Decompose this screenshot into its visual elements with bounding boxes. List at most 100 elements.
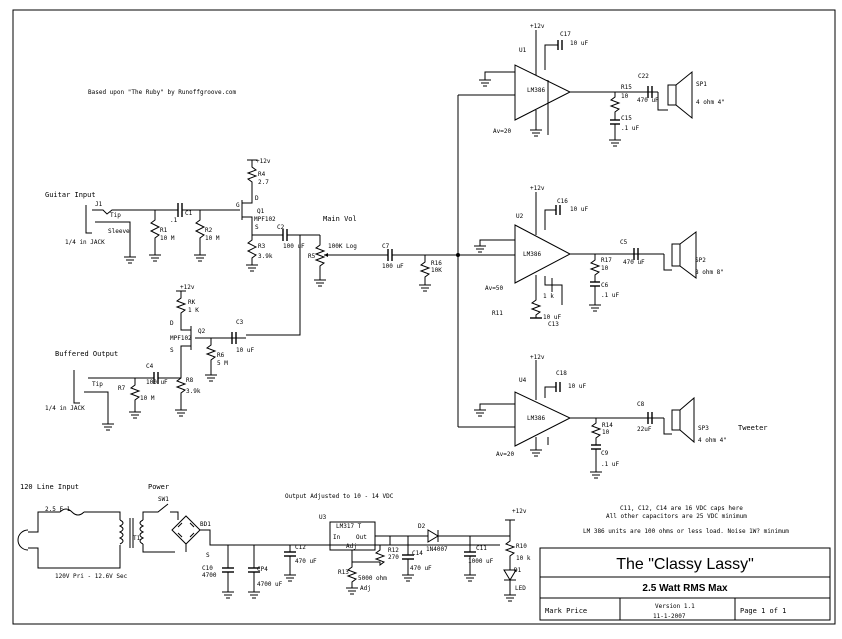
r5-potentiometer: [314, 235, 326, 280]
r15-value: 10: [621, 93, 629, 100]
r14-value: 10: [602, 429, 610, 436]
rk-value: 1 K: [188, 307, 199, 314]
sp2-value: 8 ohm 8": [695, 269, 724, 276]
ground-symbol: [589, 304, 601, 312]
c18-label: C18: [556, 370, 567, 377]
line-plug: [17, 511, 121, 569]
r10-label: R10: [516, 543, 527, 550]
c5-value: 470 uF: [623, 259, 645, 266]
c1-label: C1: [185, 210, 193, 217]
sheet-border: [12, 9, 836, 625]
c14-value: 470 uF: [410, 565, 432, 572]
u1-gain: Av=20: [493, 128, 511, 135]
r16-resistor: [419, 255, 431, 285]
r1-value: 10 M: [160, 235, 175, 242]
d2-diode: [427, 529, 439, 543]
ground-symbol: [609, 139, 621, 147]
u4-label: U4: [519, 377, 527, 384]
q1-gate-label: G: [236, 202, 240, 209]
q1-label: Q1: [257, 208, 265, 215]
c12-value: 470 uF: [295, 558, 317, 565]
c15-label: C15: [621, 115, 632, 122]
r15-label: R15: [621, 84, 632, 91]
r14-resistor: [590, 418, 602, 445]
c7-label: C7: [382, 243, 390, 250]
ground-symbol: [124, 256, 136, 264]
v12-label: +12v: [256, 158, 271, 165]
c12-label: C12: [295, 544, 306, 551]
u1-supply-label: +12v: [530, 23, 545, 30]
ground-symbol: [314, 279, 326, 287]
u4-part: LM386: [527, 415, 545, 422]
tweeter-label: Tweeter: [738, 424, 768, 432]
q2-jfet: [180, 325, 246, 370]
transformer-label: 120V Pri - 12.6V Sec: [55, 573, 128, 580]
c15-value: .1 uF: [621, 125, 639, 132]
u3-in-label: In: [333, 534, 341, 541]
sp1-label: SP1: [696, 81, 707, 88]
r1-label: R1: [160, 227, 168, 234]
u2-gain: Av=50: [485, 285, 503, 292]
c5-label: C5: [620, 239, 628, 246]
input-jack: [85, 205, 155, 257]
c22-value: 470 uF: [637, 97, 659, 104]
title-block: [539, 547, 831, 621]
sleeve-label: Sleeve: [108, 228, 130, 235]
u2-supply-label: +12v: [530, 185, 545, 192]
q2-drain-label: D: [170, 320, 174, 327]
line-input-label: 120 Line Input: [20, 483, 79, 491]
u2-part: LM386: [523, 251, 541, 258]
r10-value: 10 k: [516, 555, 531, 562]
r13-adj-label: Adj: [360, 585, 371, 592]
ground-symbol: [419, 284, 431, 292]
u4-supply-label: +12v: [530, 354, 545, 361]
r16-value: 10K: [431, 267, 442, 274]
based-on-note: Based upon "The Ruby" by Runoffgroove.co…: [88, 89, 236, 96]
r14-label: R14: [602, 422, 613, 429]
u2-label: U2: [516, 213, 524, 220]
r6-label: R6: [217, 352, 225, 359]
jack1-label: 1/4 in JACK: [65, 239, 105, 246]
sp3-value: 4 ohm 4": [698, 437, 727, 444]
sw1-switch[interactable]: [150, 503, 169, 513]
cap-note-1: C11, C12, C14 are 16 VDC caps here: [620, 505, 743, 512]
ground-symbol: [248, 591, 260, 599]
ground-symbol: [402, 574, 414, 582]
r15-resistor: [609, 92, 621, 120]
r1-resistor: [149, 210, 161, 255]
c22-label: C22: [638, 73, 649, 80]
c13-value: 10 uF: [543, 314, 561, 321]
guitar-input-label: Guitar Input: [45, 191, 96, 199]
c10-label: C10: [202, 565, 213, 572]
bd1-label: BD1: [200, 521, 211, 528]
r2-resistor: [194, 210, 206, 255]
r11-value: 1 k: [543, 293, 554, 300]
r3-label: R3: [258, 243, 266, 250]
c4-value: 100 uF: [146, 379, 168, 386]
q2-label: Q2: [198, 328, 206, 335]
r17-resistor: [589, 254, 601, 282]
sp3-label: SP3: [698, 425, 709, 432]
rk-label: RK: [188, 299, 196, 306]
q2-source-label: S: [170, 347, 174, 354]
c14-label: C14: [412, 550, 423, 557]
r4-value: 2.7: [258, 179, 269, 186]
r12-resistor: [352, 545, 386, 566]
jack2-label: 1/4 in JACK: [45, 405, 85, 412]
c16-value: 10 uF: [570, 206, 588, 213]
tip-label: Tip: [110, 212, 121, 219]
r11-resistor: [530, 293, 542, 318]
u2-amp: [474, 192, 572, 305]
c10-value: 4700: [202, 572, 217, 579]
r4-resistor: [246, 160, 258, 188]
ground-symbol: [464, 574, 476, 582]
r3-value: 3.9k: [258, 253, 273, 260]
sp2-speaker: [671, 231, 697, 279]
date-label: 11-1-2007: [653, 613, 686, 620]
c11-label: C11: [476, 545, 487, 552]
ground-symbol: [205, 374, 217, 382]
c17-value: 10 uF: [570, 40, 588, 47]
t1-transformer: [118, 511, 175, 553]
r4-label: R4: [258, 171, 266, 178]
